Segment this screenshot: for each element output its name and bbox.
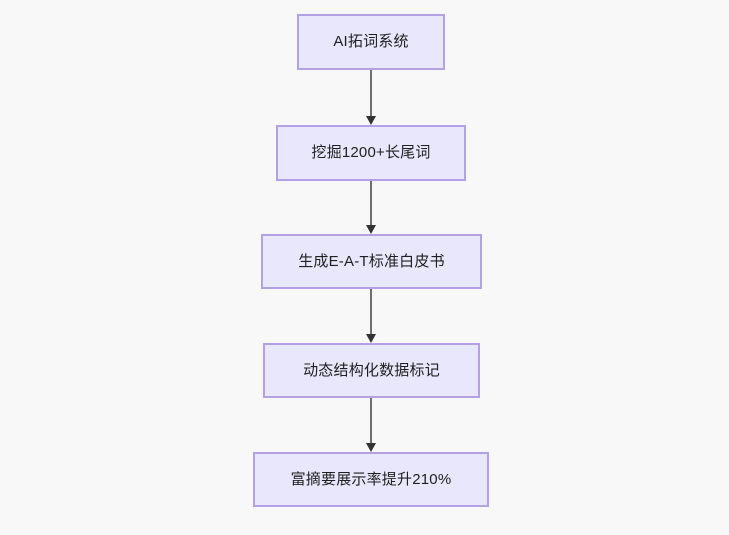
flow-node-label: 动态结构化数据标记 xyxy=(303,361,440,379)
flow-node-mine-longtail-keywords[interactable]: 挖掘1200+长尾词 xyxy=(276,125,466,181)
flow-node-generate-eat-whitepaper[interactable]: 生成E-A-T标准白皮书 xyxy=(261,234,482,289)
arrowhead-icon xyxy=(366,334,376,343)
flow-node-label: 生成E-A-T标准白皮书 xyxy=(298,252,445,270)
flow-node-label: 挖掘1200+长尾词 xyxy=(311,144,431,161)
arrowhead-icon xyxy=(366,225,376,234)
arrowhead-icon xyxy=(366,443,376,452)
arrowhead-icon xyxy=(366,116,376,125)
flow-node-dynamic-structured-data-markup[interactable]: 动态结构化数据标记 xyxy=(263,343,480,398)
flow-node-rich-snippet-rate-increase[interactable]: 富摘要展示率提升210% xyxy=(253,452,489,507)
flow-node-ai-keyword-system[interactable]: AI拓词系统 xyxy=(297,14,445,70)
flow-node-label: 富摘要展示率提升210% xyxy=(290,470,452,488)
flow-node-label: AI拓词系统 xyxy=(333,33,409,50)
